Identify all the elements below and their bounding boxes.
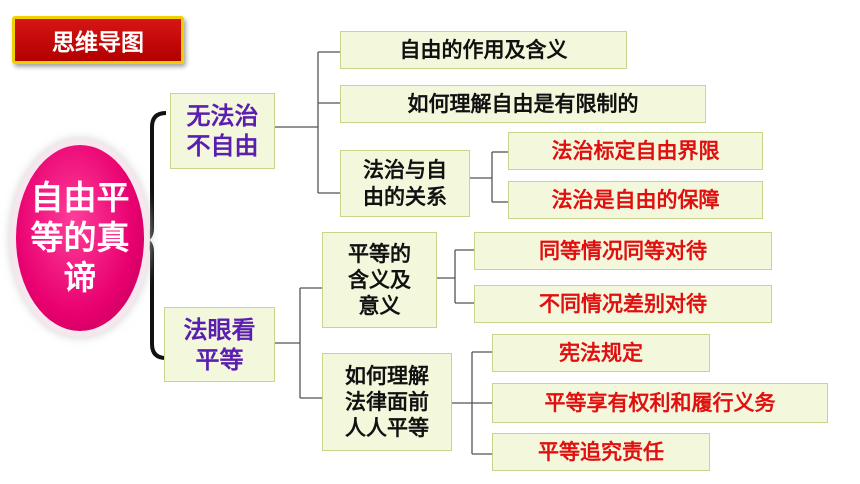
leaf-label: 法治标定自由界限 <box>551 138 720 163</box>
central-topic-line: 自由平 <box>30 177 130 217</box>
branch-label-line: 无法治 <box>186 102 259 130</box>
page-title-badge: 思维导图 <box>12 16 184 64</box>
leaf-label: 同等情况同等对待 <box>539 238 707 263</box>
leaf-different-case-different-treatment: 不同情况差别对待 <box>474 285 772 323</box>
node-label-line: 由的关系 <box>363 184 447 209</box>
node-label: 如何理解自由是有限制的 <box>407 91 639 116</box>
node-label-line: 平等的 <box>348 241 411 266</box>
leaf-label: 平等享有权利和履行义务 <box>544 390 776 415</box>
leaf-same-case-same-treatment: 同等情况同等对待 <box>474 232 772 270</box>
branch-label-line: 法眼看 <box>183 315 256 344</box>
node-label-line: 意义 <box>358 294 401 319</box>
node-label-line: 法律面前 <box>345 389 429 414</box>
node-freedom-limits: 如何理解自由是有限制的 <box>340 85 706 123</box>
node-label-line: 如何理解 <box>345 363 429 388</box>
node-freedom-role-meaning: 自由的作用及含义 <box>340 31 627 69</box>
node-equality-before-law: 如何理解 法律面前 人人平等 <box>322 353 452 451</box>
node-label-line: 法治与自 <box>363 158 447 183</box>
leaf-label: 宪法规定 <box>559 340 643 365</box>
leaf-label: 不同情况差别对待 <box>539 291 707 316</box>
branch-rule-of-law-freedom: 无法治 不自由 <box>170 93 275 169</box>
leaf-law-defines-freedom-limits: 法治标定自由界限 <box>508 132 763 170</box>
central-topic-line: 等的真 <box>30 217 130 257</box>
branch-law-view-equality: 法眼看 平等 <box>164 307 275 382</box>
node-law-freedom-relation: 法治与自 由的关系 <box>340 150 470 217</box>
node-label: 自由的作用及含义 <box>399 37 568 62</box>
central-topic: 自由平 等的真 谛 <box>16 145 144 331</box>
branch-label-line: 平等 <box>195 345 244 374</box>
node-label-line: 人人平等 <box>345 416 429 441</box>
leaf-label: 法治是自由的保障 <box>551 187 720 212</box>
node-equality-meaning: 平等的 含义及 意义 <box>322 232 437 328</box>
leaf-label: 平等追究责任 <box>538 439 664 464</box>
leaf-law-guarantees-freedom: 法治是自由的保障 <box>508 181 763 219</box>
page-title: 思维导图 <box>52 30 144 56</box>
node-label-line: 含义及 <box>348 267 411 292</box>
branch-label-line: 不自由 <box>186 132 259 160</box>
leaf-equal-accountability: 平等追究责任 <box>492 433 710 471</box>
leaf-constitution-provision: 宪法规定 <box>492 334 710 372</box>
leaf-equal-rights-duties: 平等享有权利和履行义务 <box>492 383 828 423</box>
central-topic-line: 谛 <box>63 258 97 298</box>
